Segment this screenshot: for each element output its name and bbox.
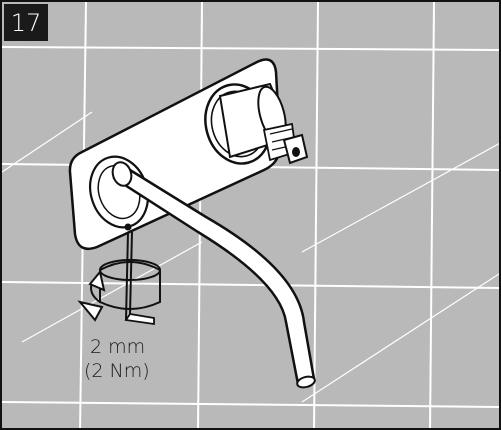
valve-cartridge [204,82,309,165]
hex-key-icon [124,231,155,326]
step-number-badge: 17 [4,4,48,41]
faucet-spout [111,161,316,389]
rotation-arrow-icon [77,259,161,322]
torque-value-label: (2 Nm) [84,360,150,382]
hex-size-label: 2 mm [90,336,146,358]
